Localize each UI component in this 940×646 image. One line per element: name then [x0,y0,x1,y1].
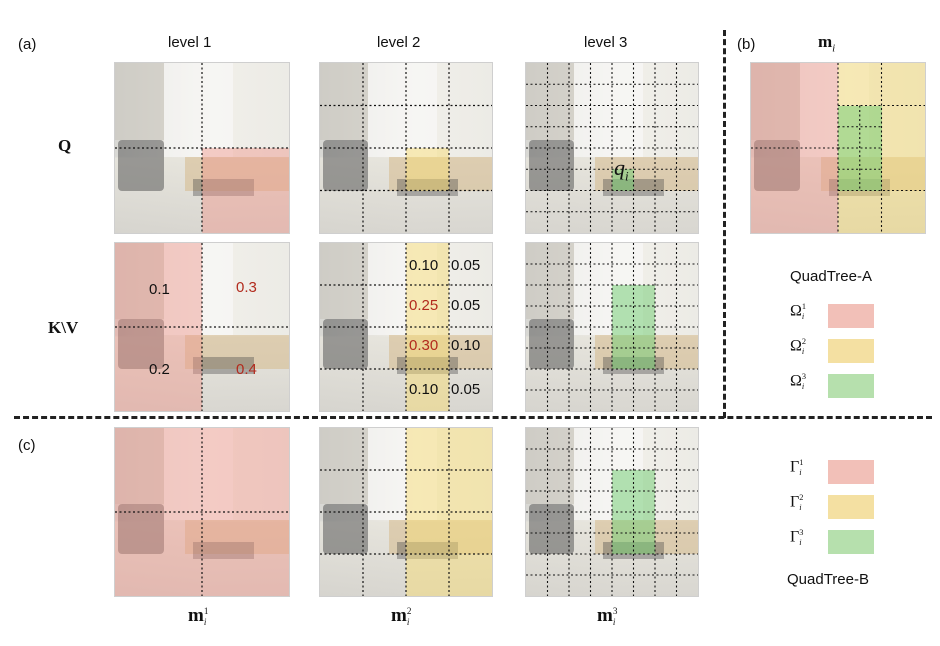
level-1-header: level 1 [168,34,212,51]
legend-b-swatch-1 [828,460,874,484]
b-mask-image [750,62,926,234]
legend-a-swatch-3 [828,374,874,398]
query-pixel-label: qi [614,155,629,184]
c-level3-grid [526,428,698,596]
q-level2-grid [320,63,492,233]
kv-level1-image: 0.1 0.3 0.2 0.4 [114,242,290,412]
score-l1-bl: 0.2 [149,361,170,378]
vertical-separator [723,30,726,418]
kv-level3-grid [526,243,698,411]
score-l1-br: 0.4 [236,361,257,378]
level-3-header: level 3 [584,34,628,51]
b-mask-grid [751,63,925,233]
panel-label-b: (b) [737,36,756,53]
c-level2-grid [320,428,492,596]
legend-b-swatch-2 [828,495,874,519]
kv-level3-image [525,242,699,412]
legend-a-swatch-1 [828,304,874,328]
c-level3-image [525,427,699,597]
score-l2-r4-b: 0.05 [451,381,481,398]
legend-a-swatch-2 [828,339,874,363]
score-l1-tl: 0.1 [149,281,170,298]
score-l2-r3-a: 0.30 [409,337,439,354]
score-l2-r3-b: 0.10 [451,337,481,354]
panel-label-a: (a) [18,36,37,53]
level-2-header: level 2 [377,34,421,51]
q-level3-image: qi [525,62,699,234]
kv-level1-grid [115,243,289,411]
q-level3-grid [526,63,698,233]
c-level2-image [319,427,493,597]
kv-level2-grid [320,243,492,411]
score-l1-tr: 0.3 [236,279,257,296]
row-label-q: Q [58,136,72,155]
q-level1-grid [115,63,289,233]
quadtree-b-title: QuadTree-B [787,571,869,588]
row-label-kv: K\V [48,318,79,337]
kv-level2-image: 0.10 0.05 0.25 0.05 0.30 0.10 0.10 0.05 [319,242,493,412]
score-l2-r1-b: 0.05 [451,257,481,274]
c-level1-grid [115,428,289,596]
quadtree-a-title: QuadTree-A [790,268,872,285]
score-l2-r2-b: 0.05 [451,297,481,314]
b-title: mi [818,32,836,55]
panel-label-c: (c) [18,437,36,454]
c-level1-image [114,427,290,597]
q-level2-image [319,62,493,234]
horizontal-separator [14,416,932,419]
q-level1-image [114,62,290,234]
score-l2-r1-a: 0.10 [409,257,439,274]
legend-b-swatch-3 [828,530,874,554]
score-l2-r2-a: 0.25 [409,297,439,314]
score-l2-r4-a: 0.10 [409,381,439,398]
